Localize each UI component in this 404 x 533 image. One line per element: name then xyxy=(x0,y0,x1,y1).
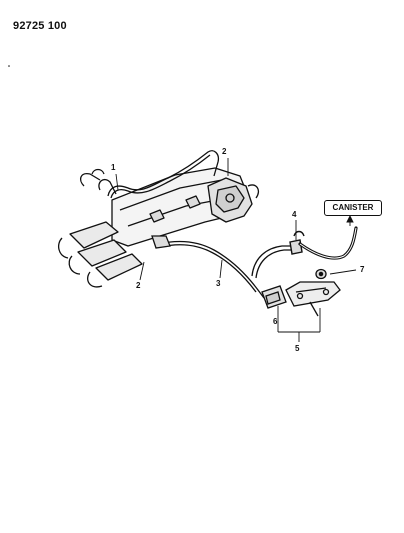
intake-manifold-assembly xyxy=(57,167,260,288)
solenoid-bracket-assembly xyxy=(261,281,341,317)
vacuum-pipe-to-fitting-4 xyxy=(251,245,294,279)
leader-lines xyxy=(115,158,357,342)
callout-2-top: 2 xyxy=(222,147,227,156)
callout-4: 4 xyxy=(292,210,297,219)
stray-mark xyxy=(8,65,10,67)
canister-label: CANISTER xyxy=(324,200,382,216)
canister-hose-part-4 xyxy=(289,226,358,260)
callout-7: 7 xyxy=(360,265,365,274)
vacuum-line-part-3 xyxy=(151,235,265,299)
document-number: 92725 100 xyxy=(13,20,67,32)
callout-3: 3 xyxy=(216,279,221,288)
clip-part-7 xyxy=(315,268,327,280)
callout-2-bottom: 2 xyxy=(136,281,141,290)
vacuum-hose-part-1 xyxy=(107,150,220,199)
callout-1: 1 xyxy=(111,163,116,172)
callout-6: 6 xyxy=(273,317,278,326)
callout-5: 5 xyxy=(295,344,300,353)
